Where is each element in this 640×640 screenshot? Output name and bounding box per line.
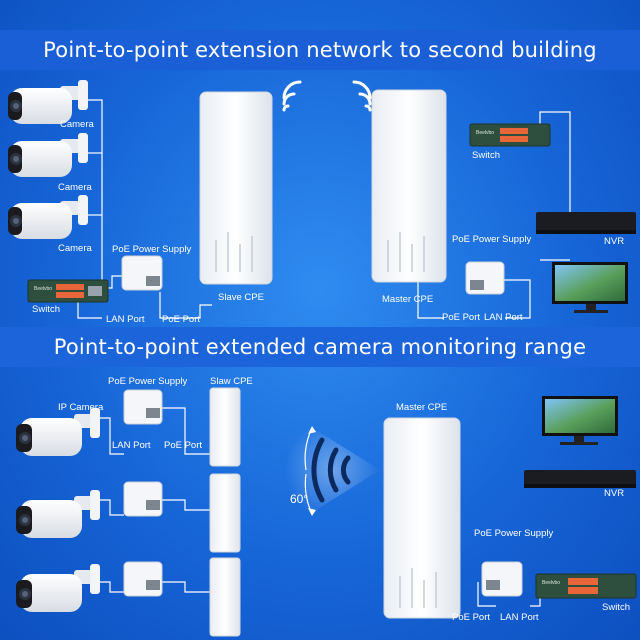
slave-cpe-b1 <box>209 387 241 467</box>
bottom-section-title: Point-to-point extended camera monitorin… <box>0 327 640 367</box>
label-poe-left: PoE Power Supply <box>112 244 192 255</box>
poe-supply-right <box>465 261 505 295</box>
label-master-cpe-top: Master CPE <box>382 294 434 305</box>
camera-1 <box>8 80 88 124</box>
camera-3 <box>8 195 88 239</box>
switch-left <box>27 279 109 303</box>
label-camera-3: Camera <box>58 243 92 254</box>
label-poe-port-bottom: PoE Port <box>164 440 203 451</box>
top-connection-lines <box>77 99 580 319</box>
label-poe-port-right-bottom: PoE Port <box>452 612 491 623</box>
ip-camera-3 <box>16 564 100 612</box>
label-switch-bottom: Switch <box>602 602 630 613</box>
label-angle: 60° <box>290 492 309 506</box>
label-slave-cpe: Slave CPE <box>218 292 264 303</box>
label-nvr-bottom: NVR <box>604 488 625 499</box>
label-camera-1: Camera <box>60 119 94 130</box>
label-lan-port-right: LAN Port <box>484 312 523 323</box>
ip-camera-2 <box>16 490 100 538</box>
slave-cpe-b3 <box>209 557 241 637</box>
nvr-top <box>536 212 636 234</box>
brand-text-1: Beelvbo <box>34 286 52 292</box>
label-lan-port-left: LAN Port <box>106 314 145 325</box>
brand-text-3: Beelvbo <box>542 580 560 586</box>
poe-supply-b2 <box>123 481 163 517</box>
label-ip-camera: IP Camera <box>58 402 104 413</box>
wireless-sector-icon <box>285 420 380 520</box>
master-cpe-bottom <box>383 417 461 619</box>
monitor-top <box>552 262 628 313</box>
poe-supply-b1 <box>123 389 163 425</box>
label-poe-port-right: PoE Port <box>442 312 481 323</box>
switch-right <box>469 123 551 147</box>
label-nvr-top: NVR <box>604 236 625 247</box>
bottom-connection-lines <box>100 407 556 607</box>
brand-text-2: Beelvbo <box>476 130 494 136</box>
label-slaw-cpe: Slaw CPE <box>210 376 253 387</box>
monitor-bottom <box>542 396 618 445</box>
nvr-bottom <box>524 470 636 488</box>
switch-bottom <box>535 573 637 599</box>
label-lan-port-bottom: LAN Port <box>112 440 151 451</box>
wifi-icon <box>282 80 372 112</box>
label-switch-right: Switch <box>472 150 500 161</box>
label-poe-supply-top: PoE Power Supply <box>108 376 188 387</box>
poe-supply-b3 <box>123 561 163 597</box>
label-lan-port-right-bottom: LAN Port <box>500 612 539 623</box>
slave-cpe <box>199 91 273 285</box>
poe-supply-br <box>481 561 523 597</box>
label-master-cpe-bottom: Master CPE <box>396 402 448 413</box>
camera-2 <box>8 133 88 177</box>
master-cpe-top <box>371 89 447 283</box>
label-switch-left: Switch <box>32 304 60 315</box>
label-poe-port-left: PoE Port <box>162 314 201 325</box>
ip-camera-1 <box>16 408 100 456</box>
label-poe-supply-right: PoE Power Supply <box>474 528 554 539</box>
poe-supply-left <box>121 255 163 291</box>
top-section-title: Point-to-point extension network to seco… <box>0 30 640 70</box>
label-poe-right: PoE Power Supply <box>452 234 532 245</box>
label-camera-2: Camera <box>58 182 92 193</box>
slave-cpe-b2 <box>209 473 241 553</box>
